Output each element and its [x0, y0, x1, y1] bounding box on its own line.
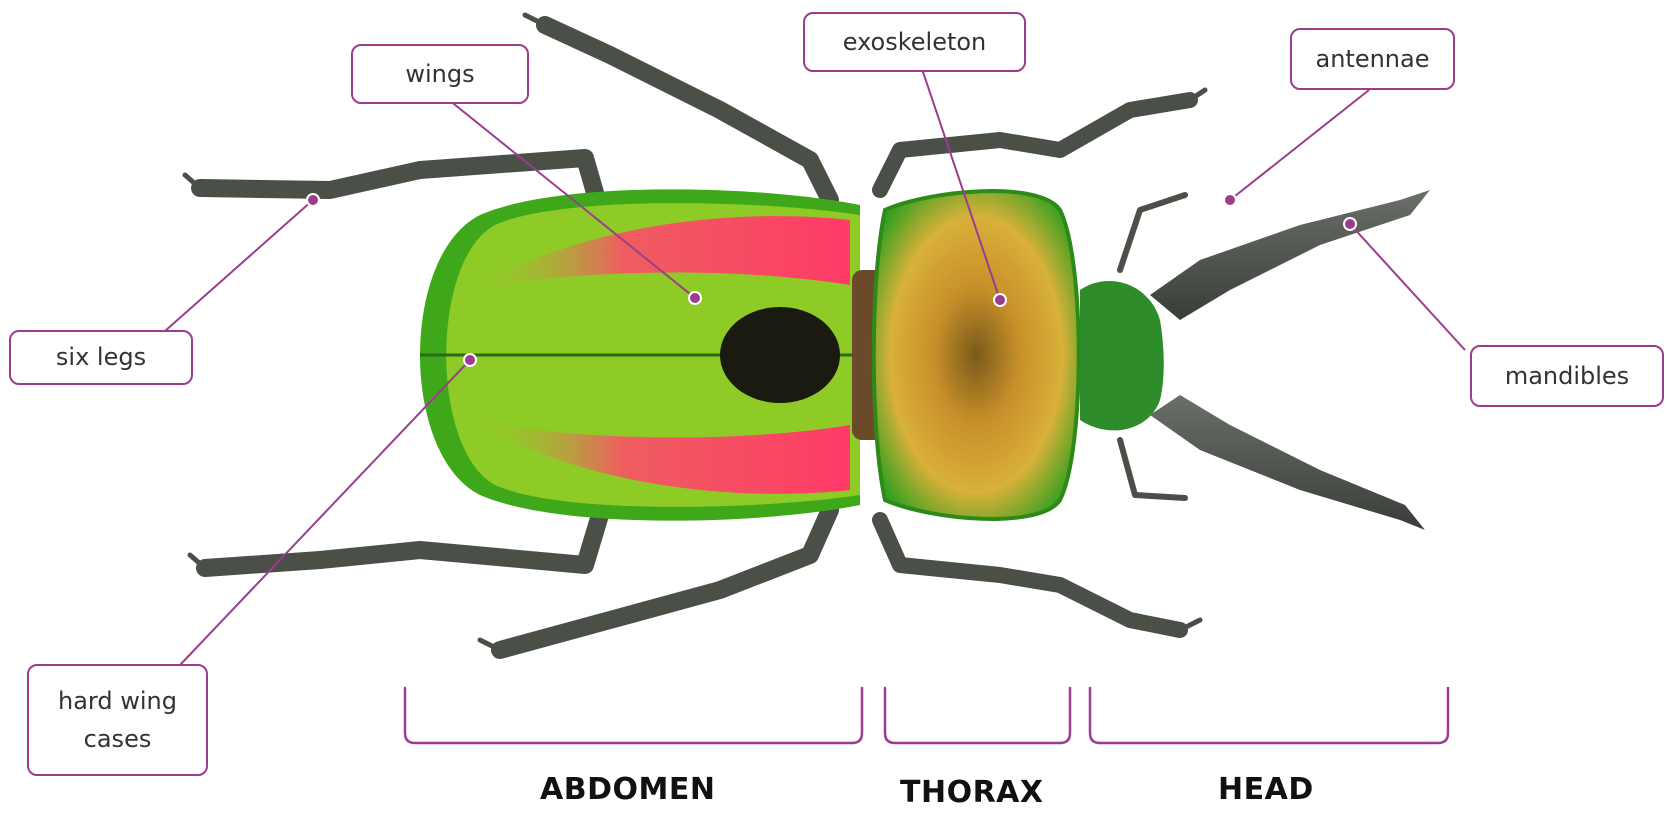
hard-wing-cases-pointer-line: [180, 360, 470, 665]
abdomen-bracket: [405, 688, 862, 743]
mandibles-callout: mandibles: [1470, 345, 1664, 407]
six-legs-label: six legs: [56, 338, 146, 376]
hard-wing-cases-label-line1: hard wing: [58, 682, 177, 720]
antennae-label: antennae: [1316, 40, 1430, 78]
mandibles-shape: [1150, 190, 1430, 530]
exoskeleton-label: exoskeleton: [843, 23, 987, 61]
head-shell: [1080, 281, 1164, 430]
mandibles-pointer-line: [1350, 224, 1465, 350]
thorax-shell: [874, 191, 1079, 519]
section-brackets: [405, 688, 1448, 743]
thorax-label: THORAX: [900, 775, 1044, 810]
hard-wing-cases-callout: hard wing cases: [27, 664, 208, 776]
six-legs-pointer-line: [165, 200, 313, 331]
antennae-pointer-line: [1230, 90, 1369, 200]
abdomen-shell: [420, 189, 860, 520]
hard-wing-cases-label-line2: cases: [84, 720, 152, 758]
head-label: HEAD: [1218, 772, 1314, 807]
mandibles-label: mandibles: [1505, 357, 1629, 395]
thorax-bracket: [885, 688, 1070, 743]
six-legs-callout: six legs: [9, 330, 193, 385]
exoskeleton-callout: exoskeleton: [803, 12, 1026, 72]
wings-callout: wings: [351, 44, 529, 104]
antennae-callout: antennae: [1290, 28, 1455, 90]
wings-label: wings: [405, 55, 474, 93]
head-bracket: [1090, 688, 1448, 743]
abdomen-label: ABDOMEN: [540, 772, 715, 807]
